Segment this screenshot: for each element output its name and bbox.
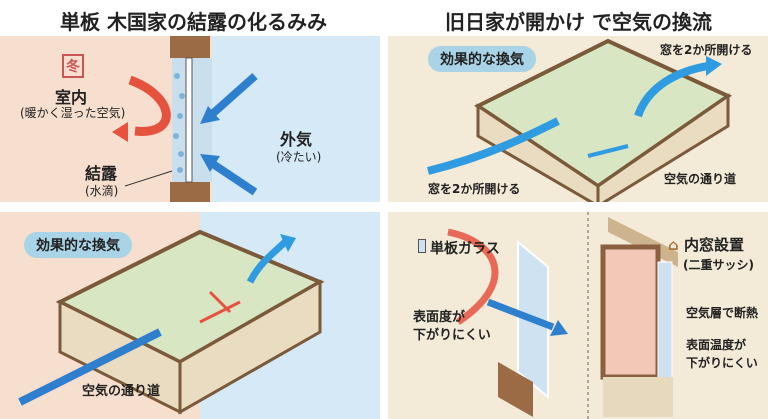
badge-effective-ventilation: 効果的な換気 — [428, 46, 536, 72]
label-condensation-sub: (水滴) — [85, 184, 119, 198]
label-open-two-windows-top: 窓を2か所開ける — [660, 43, 753, 57]
label-condensation: 結露 — [85, 164, 118, 183]
label-single-note-1: 表面度が — [413, 310, 466, 325]
winter-house-icon: 冬 — [62, 54, 84, 78]
house-illustration — [427, 38, 733, 202]
label-single-note-2: 下がりにくい — [413, 328, 491, 343]
panel-bottom-ventilation: 効果的な換気 空気の通り道 — [0, 212, 380, 419]
label-outdoor: 外気 — [280, 130, 313, 149]
label-open-two-windows-bottom: 窓を2か所開ける — [428, 182, 521, 196]
label-air-layer-insulation: 空気層で断熱 — [686, 306, 759, 320]
label-inner-note-1: 表面温度が — [686, 338, 747, 352]
label-inner-note-2: 下がりにくい — [686, 356, 758, 370]
label-air-path: 空気の通り道 — [664, 172, 737, 186]
badge-effective-ventilation-2: 効果的な換気 — [24, 232, 132, 258]
label-outdoor-sub: (冷たい) — [276, 150, 322, 164]
house-illustration-2 — [18, 229, 325, 415]
panel-condensation: 冬 室内 (暖かく湿った空気) 外気 (冷たい) 結露 (水滴) — [0, 36, 380, 202]
label-air-path-2: 空気の通り道 — [82, 384, 161, 399]
panel-ventilation: 効果的な換気 窓を2か所開ける 窓を2か所開ける 空気の通り道 — [388, 36, 768, 202]
title-ventilation: 旧日家が開かけ で空気の換流 — [445, 10, 712, 34]
label-indoor-sub: (暖かく湿った空気) — [20, 106, 126, 120]
window-cross-section — [112, 36, 258, 202]
inner-window-text: 内窓設置 — [683, 236, 744, 254]
glass-icon — [418, 239, 426, 253]
title-condensation: 単板 木国家の結露の化るみみ — [60, 10, 327, 34]
label-double-sash: (二重サッシ) — [683, 258, 754, 272]
window-comparison — [447, 212, 678, 419]
label-inner-window: ⌂ 内窓設置 — [668, 234, 744, 255]
single-glass-text: 単板ガラス — [430, 241, 500, 257]
house-icon: ⌂ — [668, 236, 679, 254]
label-single-glass: 単板ガラス — [418, 238, 500, 258]
panel-double-window: 単板ガラス 表面度が 下がりにくい ⌂ 内窓設置 (二重サッシ) 空気層で断熱 … — [388, 212, 768, 419]
label-indoor: 室内 — [55, 88, 88, 107]
